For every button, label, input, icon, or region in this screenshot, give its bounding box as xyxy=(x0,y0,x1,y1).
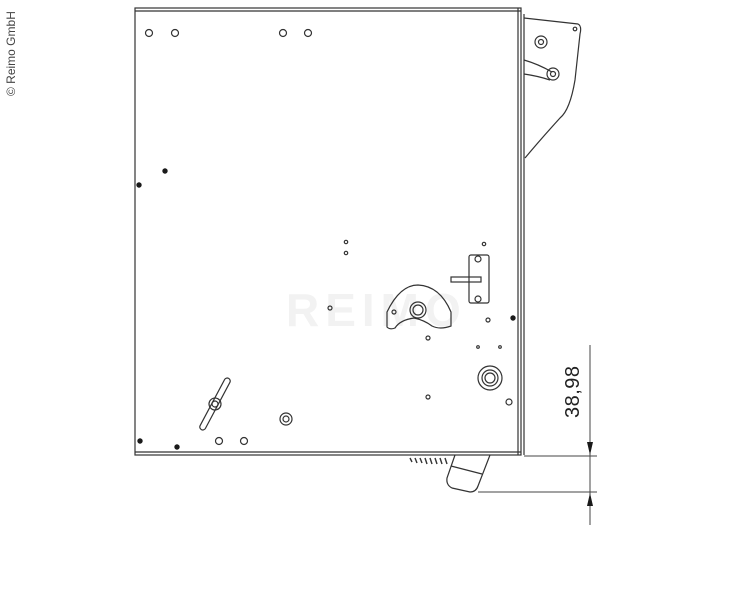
dimension-label: 38,98 xyxy=(562,365,584,418)
knob xyxy=(446,454,491,493)
latch-bracket xyxy=(468,254,490,304)
dimension-arrow-top xyxy=(587,442,593,455)
wing-handle xyxy=(199,377,231,431)
dimension-arrow-bottom xyxy=(587,493,593,506)
watermark-logo: REIMO xyxy=(286,284,467,336)
panel-outline xyxy=(134,7,522,456)
hinge-bracket xyxy=(523,17,582,159)
top-screws xyxy=(144,28,313,38)
copyright-text: © Reimo GmbH xyxy=(4,11,18,96)
round-lock xyxy=(477,365,503,391)
cam-plate xyxy=(386,284,452,330)
